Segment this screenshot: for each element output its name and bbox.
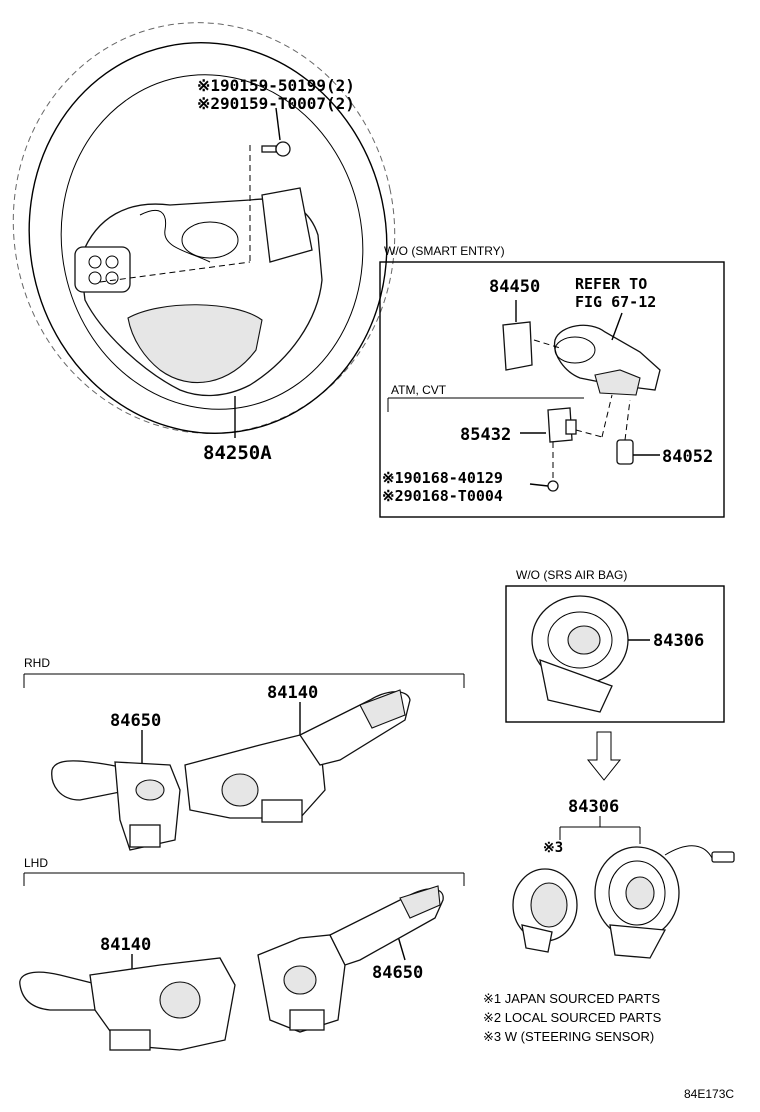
lhd-turn-signal-switch — [19, 957, 236, 1051]
bolt-ref-2-label: ※290159-T0007(2) — [197, 94, 355, 113]
rhd-part-left-label: 84650 — [110, 711, 161, 731]
rhd-turn-signal-switch — [184, 689, 411, 823]
bolt-icon — [261, 141, 291, 157]
part-85432-label: 85432 — [460, 425, 511, 445]
refer-line-2: FIG 67-12 — [575, 293, 656, 311]
bolt-ref-1-label: ※190159-50199(2) — [197, 76, 355, 95]
smart-entry-caption: W/O (SMART ENTRY) — [384, 244, 505, 258]
airbag-part-label: 84306 — [653, 631, 704, 651]
part-84450-label: 84450 — [489, 277, 540, 297]
sensor-ref-label: ※3 — [543, 840, 563, 856]
refer-line-1: REFER TO — [575, 275, 647, 293]
steering-sensor-illustration — [512, 868, 578, 953]
smart-entry-box — [379, 261, 725, 518]
spiral-cable-illustration-boxed — [531, 595, 650, 713]
lhd-part-right-label: 84650 — [372, 963, 423, 983]
rhd-wiper-switch — [51, 760, 181, 851]
note-1: ※1 JAPAN SOURCED PARTS — [483, 991, 660, 1006]
spiral-cable-part-label: 84306 — [568, 797, 619, 817]
lhd-label: LHD — [24, 856, 48, 870]
arrow-down-icon — [586, 731, 622, 781]
smart-entry-components — [502, 300, 661, 492]
note-2: ※2 LOCAL SOURCED PARTS — [483, 1010, 662, 1025]
screw-ref-1-label: ※190168-40129 — [382, 469, 503, 487]
spiral-cable-illustration — [594, 845, 735, 959]
airbag-caption: W/O (SRS AIR BAG) — [516, 568, 627, 582]
rhd-label: RHD — [24, 656, 50, 670]
pad-part-label: 84250A — [203, 442, 272, 464]
lhd-part-left-label: 84140 — [100, 935, 151, 955]
note-3: ※3 W (STEERING SENSOR) — [483, 1029, 654, 1044]
airbag-box — [505, 585, 725, 723]
screw-ref-2-label: ※290168-T0004 — [382, 487, 503, 505]
part-84052-label: 84052 — [662, 447, 713, 467]
figure-code: 84E173C — [684, 1087, 734, 1101]
lhd-wiper-switch — [257, 885, 444, 1033]
atm-cvt-caption: ATM, CVT — [391, 383, 447, 397]
steering-wheel-illustration — [12, 22, 396, 438]
rhd-part-right-label: 84140 — [267, 683, 318, 703]
